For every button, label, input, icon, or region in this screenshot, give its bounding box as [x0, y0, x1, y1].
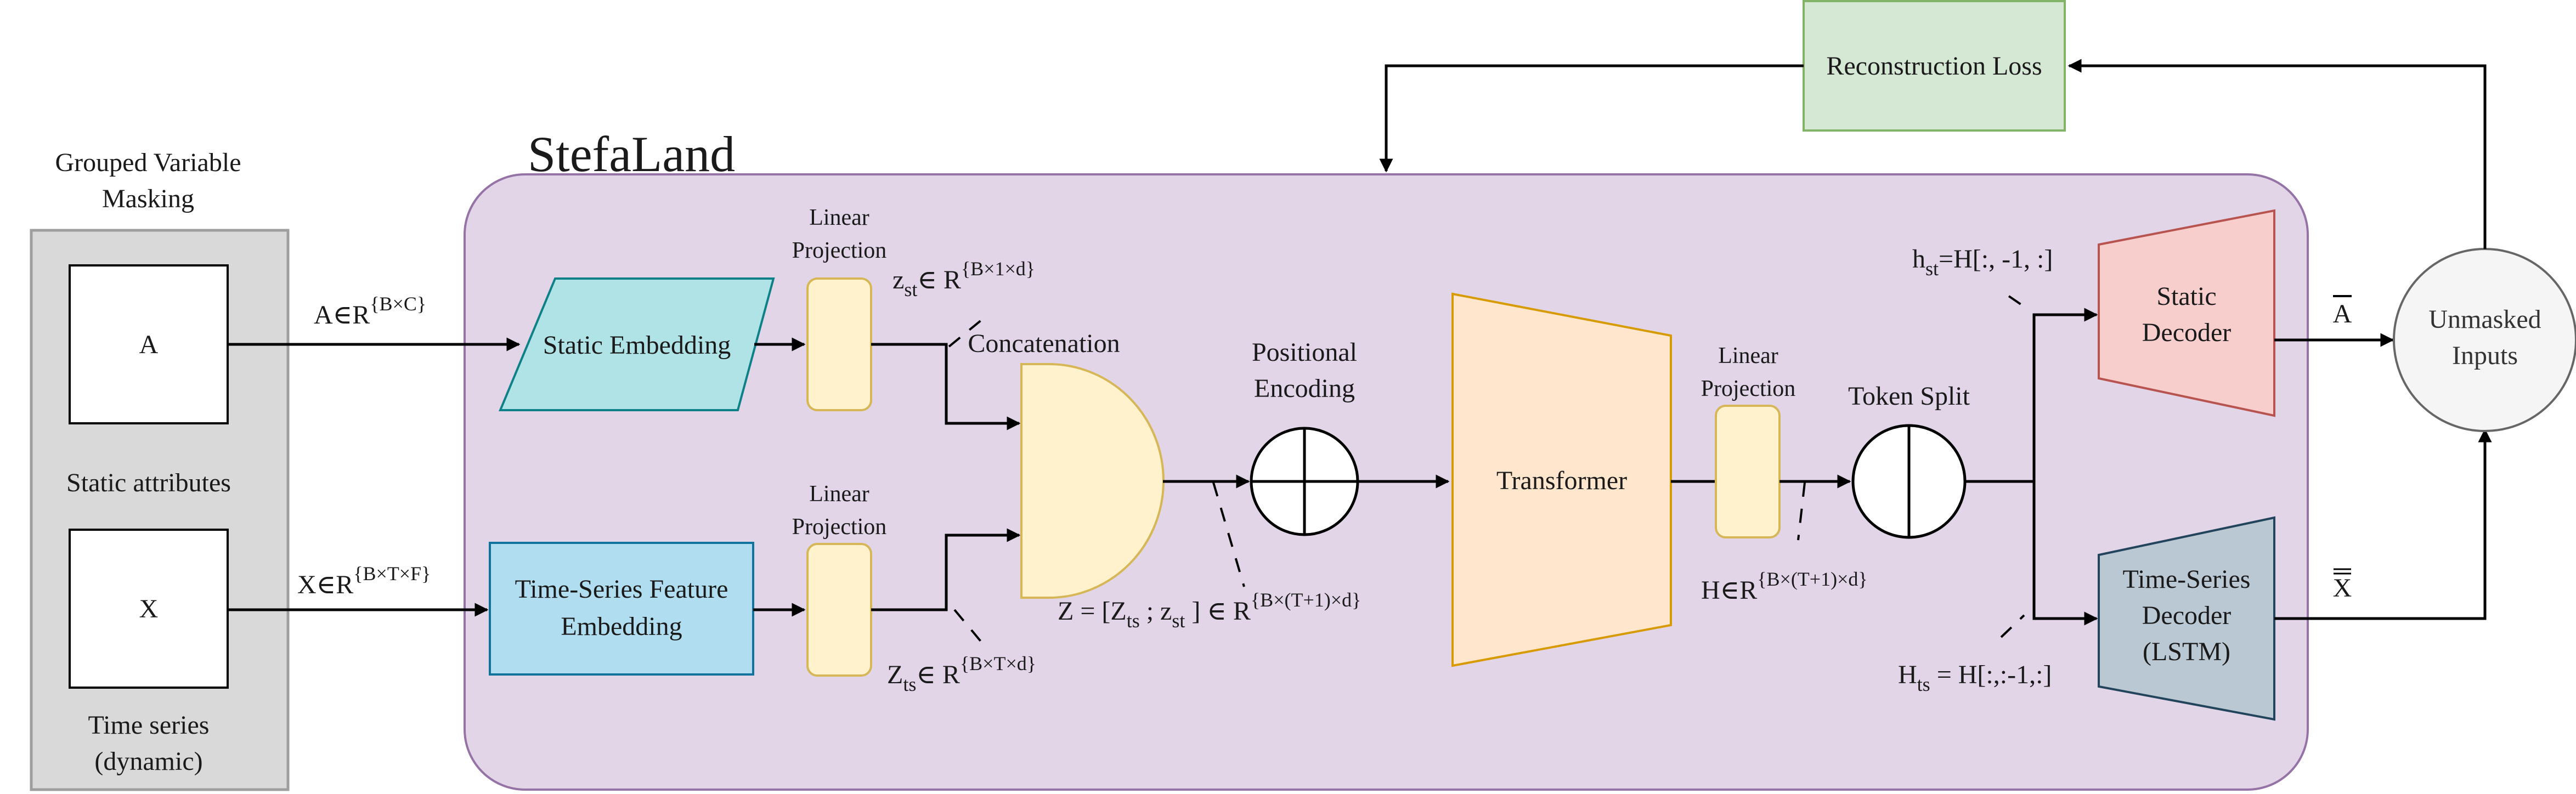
positional-encoding-heading-line1: Positional: [1252, 338, 1357, 367]
time-series-label-line1: Time series: [88, 711, 210, 740]
h-st-label: hst=H[:, -1, :]: [1912, 245, 2053, 280]
masking-heading-line1: Grouped Variable: [55, 148, 241, 177]
unmasked-inputs-label-line1: Unmasked: [2428, 305, 2541, 334]
h-ts-label: Hts = H[:,:-1,:]: [1898, 660, 2052, 695]
ts-decoder-to-unmasked-arrow: [2274, 428, 2492, 620]
static-attributes-label: Static attributes: [66, 468, 231, 497]
output-linear-projection: [1715, 405, 1781, 538]
transformer-label: Transformer: [1496, 466, 1627, 495]
z-st-leader: [948, 319, 983, 348]
ts-decoder-label-line3: (LSTM): [2143, 637, 2230, 666]
split-to-ts-decoder-arrow: [2032, 481, 2098, 626]
static-embedding-block: [499, 277, 775, 411]
ts-projection-heading-line1: Linear: [809, 481, 869, 507]
output-projection-heading-line1: Linear: [1718, 343, 1778, 368]
concatenation-block: [1020, 363, 1165, 599]
unmasked-inputs-circle: [2393, 248, 2576, 432]
ts-projection-to-concat-arrow: [871, 528, 1021, 611]
z-st-label: zst∈ R{B×1×d}: [892, 258, 1035, 300]
h-ts-leader: [2000, 614, 2025, 638]
a-shape-label: A∈R{B×C}: [314, 293, 426, 330]
time-series-label-line2: (dynamic): [94, 747, 202, 776]
h-st-leader: [2008, 295, 2031, 311]
ts-linear-projection: [806, 543, 872, 677]
split-to-static-decoder-arrow: [2032, 308, 2098, 481]
ts-projection-heading-line2: Projection: [792, 514, 887, 540]
ts-embedding-label-line1: Time-Series Feature: [515, 575, 728, 604]
static-projection-to-concat-arrow: [871, 343, 1021, 430]
token-split-heading: Token Split: [1848, 382, 1970, 411]
x-bar-label: X: [2333, 574, 2352, 603]
positional-encoding-heading-line2: Encoding: [1254, 374, 1355, 403]
static-linear-projection: [806, 277, 872, 411]
ts-decoder-label-line2: Decoder: [2142, 601, 2232, 630]
x-shape-label: X∈R{B×T×F}: [297, 563, 431, 599]
transformer-block: [1451, 292, 1672, 667]
reconstruction-loss-label: Reconstruction Loss: [1826, 52, 2042, 81]
z-ts-leader: [953, 609, 983, 644]
static-attribute-box-label: A: [139, 330, 159, 359]
unmasked-to-loss-arrow: [2067, 59, 2487, 249]
static-decoder-label-line2: Decoder: [2142, 318, 2232, 347]
h-leader: [1797, 482, 1806, 541]
output-projection-heading-line2: Projection: [1701, 376, 1796, 401]
time-series-box-label: X: [139, 594, 159, 623]
z-concat-leader: [1212, 482, 1245, 587]
a-bar-label: A: [2333, 299, 2352, 328]
ts-decoder-block: [2098, 516, 2275, 721]
static-decoder-label-line1: Static: [2156, 282, 2216, 311]
ts-decoder-label-line1: Time-Series: [2123, 565, 2251, 594]
reconstruction-loss-block: [1803, 0, 2066, 132]
static-decoder-block: [2098, 209, 2275, 417]
static-embedding-label: Static Embedding: [543, 331, 731, 360]
ts-embedding-block: [489, 542, 754, 676]
loss-to-model-arrow: [1379, 64, 1804, 173]
masking-heading-line2: Masking: [102, 184, 194, 213]
concatenation-heading: Concatenation: [968, 329, 1120, 358]
diagram-title: StefaLand: [528, 126, 735, 182]
static-projection-heading-line2: Projection: [792, 238, 887, 263]
static-projection-heading-line1: Linear: [809, 205, 869, 230]
unmasked-inputs-label-line2: Inputs: [2452, 341, 2518, 370]
h-label: H∈R{B×(T+1)×d}: [1701, 568, 1868, 605]
z-ts-label: Zts∈ R{B×T×d}: [887, 653, 1036, 695]
ts-embedding-label-line2: Embedding: [561, 612, 682, 641]
time-series-box: [69, 529, 229, 689]
static-attribute-box: [69, 264, 229, 424]
z-concat-label: Z = [Zts ; zst ] ∈ R{B×(T+1)×d}: [1058, 589, 1361, 632]
